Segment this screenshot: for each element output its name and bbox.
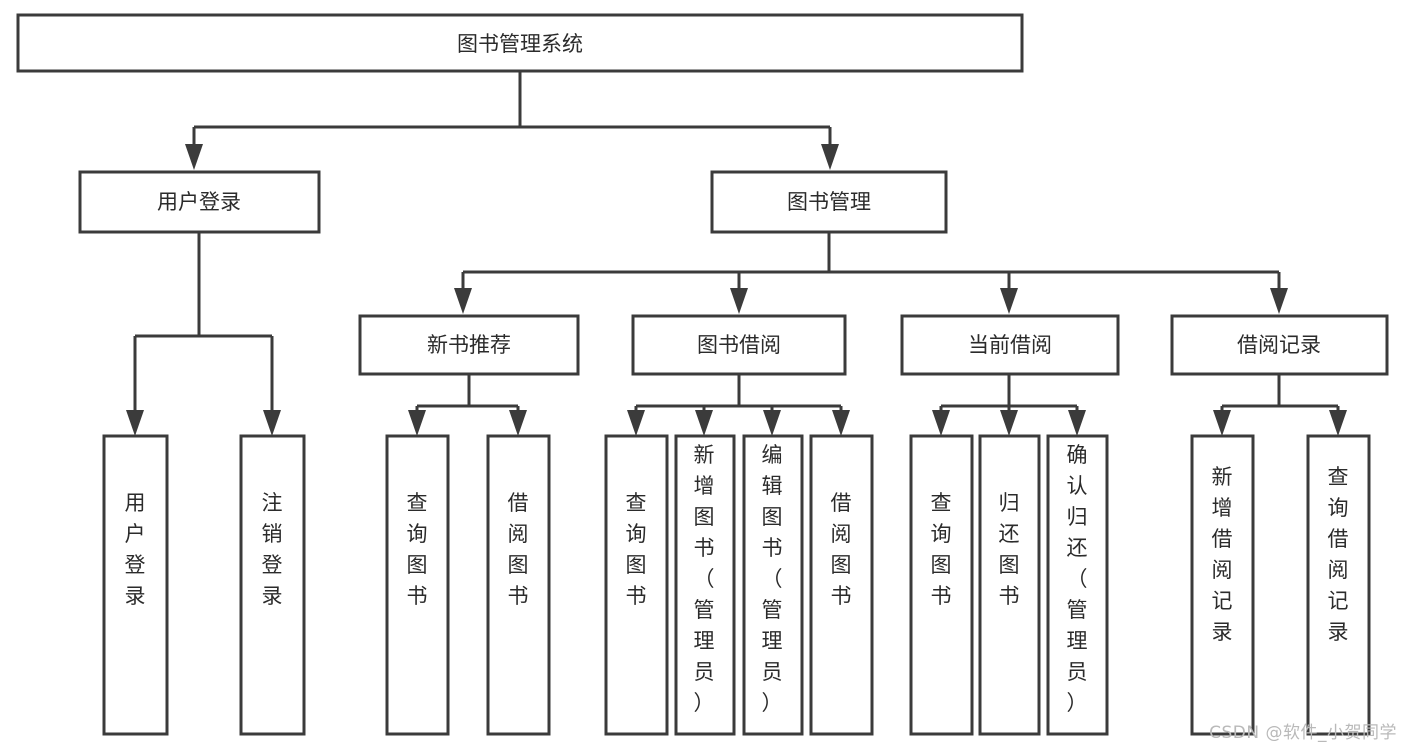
leaf-confirm-return-label: 确认归还（管理员） [1067, 443, 1088, 715]
arrow-head-leaf-logout-login [263, 410, 281, 436]
leaf-confirm-return-box[interactable] [1046, 434, 1109, 736]
node-new-book-rec-box[interactable] [358, 314, 580, 376]
leaf-user-login-box[interactable] [102, 434, 169, 736]
leaf-query-book-2-box[interactable] [604, 434, 669, 736]
node-root-label: 图书管理系统 [457, 32, 583, 56]
leaf-node-user-login[interactable]: 用户登录 [102, 434, 169, 736]
leaf-logout-login-box[interactable] [239, 434, 306, 736]
arrow-head-leaf-user-login [126, 410, 144, 436]
node-book-borrow[interactable]: 图书借阅 [631, 314, 847, 376]
leaf-borrow-book-1-label: 借阅图书 [508, 491, 529, 608]
node-user-login-label: 用户登录 [157, 190, 241, 214]
leaf-node-edit-book[interactable]: 编辑图书（管理员） [742, 434, 804, 736]
leaf-add-book-box[interactable] [674, 434, 736, 736]
leaf-node-borrow-book-1[interactable]: 借阅图书 [486, 434, 551, 736]
node-user-login[interactable]: 用户登录 [78, 170, 321, 234]
leaf-edit-book-box[interactable] [742, 434, 804, 736]
node-book-manage[interactable]: 图书管理 [710, 170, 948, 234]
leaf-user-login-label: 用户登录 [125, 491, 146, 608]
leaf-return-book-box[interactable] [978, 434, 1041, 736]
node-borrow-record[interactable]: 借阅记录 [1170, 314, 1389, 376]
connector-group-book-manage [454, 233, 1288, 314]
node-book-manage-label: 图书管理 [787, 190, 871, 214]
arrow-head-leaf-query-book-3 [932, 410, 950, 436]
leaf-add-book-label: 新增图书（管理员） [694, 443, 715, 715]
leaf-node-add-book[interactable]: 新增图书（管理员） [674, 434, 736, 736]
connector-group-current-borrow [932, 374, 1086, 436]
arrow-head-book-manage [821, 144, 839, 170]
arrow-head-current-borrow [1000, 288, 1018, 314]
leaf-node-query-book-1[interactable]: 查询图书 [385, 434, 450, 736]
leaf-node-return-book[interactable]: 归还图书 [978, 434, 1041, 736]
node-current-borrow-box[interactable] [900, 314, 1120, 376]
node-root[interactable]: 图书管理系统 [16, 13, 1024, 73]
leaf-node-confirm-return[interactable]: 确认归还（管理员） [1046, 434, 1109, 736]
connector-group-book-borrow [627, 374, 850, 436]
leaf-query-book-1-label: 查询图书 [407, 491, 428, 608]
connector-group-root [185, 71, 839, 170]
leaf-logout-login-label: 注销登录 [262, 491, 283, 608]
arrow-head-leaf-query-record [1329, 410, 1347, 436]
leaf-return-book-label: 归还图书 [999, 491, 1020, 608]
node-borrow-record-label: 借阅记录 [1237, 333, 1321, 357]
leaf-add-record-box[interactable] [1190, 434, 1255, 736]
node-book-borrow-box[interactable] [631, 314, 847, 376]
arrow-head-leaf-add-record [1213, 410, 1231, 436]
arrow-head-borrow-record [1270, 288, 1288, 314]
node-book-borrow-label: 图书借阅 [697, 333, 781, 357]
leaf-borrow-book-2-label: 借阅图书 [831, 491, 852, 608]
node-borrow-record-box[interactable] [1170, 314, 1389, 376]
leaf-node-logout-login[interactable]: 注销登录 [239, 434, 306, 736]
node-new-book-rec[interactable]: 新书推荐 [358, 314, 580, 376]
node-user-login-box[interactable] [78, 170, 321, 234]
node-root-box[interactable] [16, 13, 1024, 73]
arrow-head-new-book-rec [454, 288, 472, 314]
leaf-borrow-book-1-box[interactable] [486, 434, 551, 736]
node-current-borrow[interactable]: 当前借阅 [900, 314, 1120, 376]
arrow-head-leaf-add-book [695, 410, 713, 436]
leaf-node-borrow-book-2[interactable]: 借阅图书 [809, 434, 874, 736]
arrow-head-leaf-query-book-2 [627, 410, 645, 436]
leaf-add-record-label: 新增借阅记录 [1212, 465, 1233, 644]
leaf-query-record-box[interactable] [1306, 434, 1371, 736]
csdn-watermark: CSDN @软件_小贺同学 [1209, 723, 1397, 743]
arrow-head-book-borrow [730, 288, 748, 314]
leaf-query-book-2-label: 查询图书 [626, 491, 647, 608]
leaf-query-book-1-box[interactable] [385, 434, 450, 736]
arrow-head-leaf-confirm-return [1068, 410, 1086, 436]
leaf-edit-book-label: 编辑图书（管理员） [762, 443, 783, 715]
leaf-node-query-book-3[interactable]: 查询图书 [909, 434, 974, 736]
leaf-query-book-3-box[interactable] [909, 434, 974, 736]
leaf-borrow-book-2-box[interactable] [809, 434, 874, 736]
arrow-head-leaf-return-book [1000, 410, 1018, 436]
node-current-borrow-label: 当前借阅 [968, 333, 1052, 357]
leaf-node-add-record[interactable]: 新增借阅记录 [1190, 434, 1255, 736]
leaf-query-book-3-label: 查询图书 [931, 491, 952, 608]
arrow-head-leaf-edit-book [763, 410, 781, 436]
arrow-head-leaf-query-book-1 [408, 410, 426, 436]
arrow-head-leaf-borrow-book-1 [509, 410, 527, 436]
leaf-node-query-book-2[interactable]: 查询图书 [604, 434, 669, 736]
node-new-book-rec-label: 新书推荐 [427, 333, 511, 357]
arrow-head-user-login [185, 144, 203, 170]
connector-group-new-book-rec [408, 374, 527, 436]
connector-group-borrow-record [1213, 374, 1347, 436]
connector-group-user-login [126, 233, 281, 436]
node-book-manage-box[interactable] [710, 170, 948, 234]
arrow-head-leaf-borrow-book-2 [832, 410, 850, 436]
leaf-node-query-record[interactable]: 查询借阅记录 [1306, 434, 1371, 736]
leaf-query-record-label: 查询借阅记录 [1328, 465, 1349, 644]
